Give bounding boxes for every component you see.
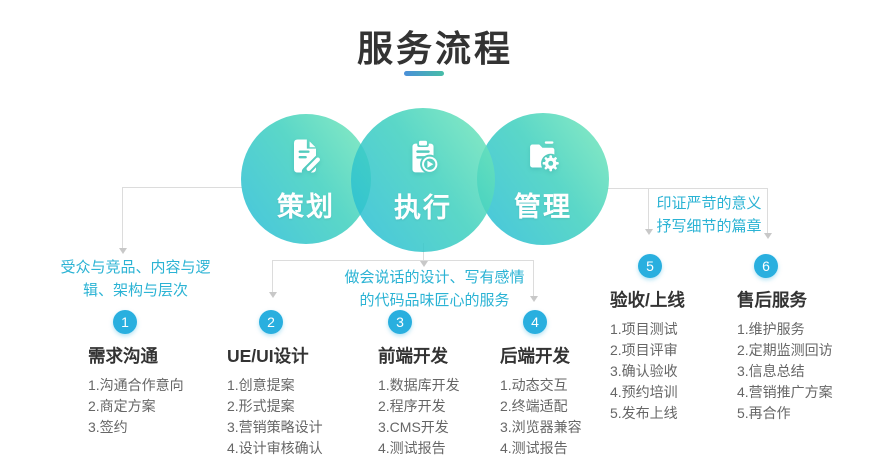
step-item: 2.程序开发: [378, 398, 446, 414]
phase-label: 策划: [277, 192, 335, 222]
arrow-down-icon: [645, 229, 653, 235]
step-item: 3.CMS开发: [378, 419, 449, 435]
annotation-line: 的代码品味匠心的服务: [359, 291, 510, 309]
connector-line: [122, 187, 242, 188]
phase-circle-planning: 策划: [241, 114, 371, 244]
step-title: 前端开发: [378, 346, 448, 366]
step-column-1: 1 需求沟通 1.沟通合作意向 2.商定方案 3.签约: [88, 310, 184, 438]
connector-line: [607, 188, 768, 189]
step-number-badge: 5: [638, 254, 662, 278]
step-title: 后端开发: [500, 346, 570, 366]
step-item: 3.签约: [88, 419, 128, 435]
step-item: 4.营销推广方案: [737, 384, 833, 400]
step-number-badge: 1: [113, 310, 137, 334]
phase-label: 执行: [394, 193, 452, 223]
arrow-down-icon: [269, 292, 277, 298]
annotation-planning: 受众与竞品、内容与逻 辑、架构与层次: [28, 257, 243, 302]
step-item: 2.商定方案: [88, 398, 156, 414]
annotation-line: 辑、架构与层次: [82, 281, 188, 299]
step-item: 3.浏览器兼容: [500, 419, 582, 435]
arrow-down-icon: [530, 296, 538, 302]
step-list: 1.维护服务 2.定期监测回访 3.信息总结 4.营销推广方案 5.再合作: [737, 319, 833, 424]
step-column-2: 2 UE/UI设计 1.创意提案 2.形式提案 3.营销策略设计 4.设计审核确…: [227, 310, 323, 455]
step-item: 2.终端适配: [500, 398, 568, 414]
connector-line: [272, 260, 273, 293]
connector-line: [533, 260, 534, 297]
annotation-line: 受众与竞品、内容与逻: [60, 259, 211, 276]
connector-line: [423, 243, 424, 261]
step-list: 1.项目测试 2.项目评审 3.确认验收 4.预约培训 5.发布上线: [610, 319, 685, 424]
step-number-badge: 6: [754, 254, 778, 278]
page-title: 服务流程: [356, 28, 513, 69]
step-title: UE/UI设计: [227, 346, 309, 366]
step-item: 4.设计审核确认: [227, 440, 323, 455]
annotation-line: 印证严苛的意义: [656, 195, 762, 212]
step-list: 1.沟通合作意向 2.商定方案 3.签约: [88, 375, 184, 438]
step-item: 3.信息总结: [737, 363, 805, 379]
annotation-management: 印证严苛的意义 抒写细节的篇章: [628, 193, 790, 238]
step-list: 1.数据库开发 2.程序开发 3.CMS开发 4.测试报告: [378, 375, 460, 455]
connector-line: [648, 188, 649, 230]
step-column-4: 4 后端开发 1.动态交互 2.终端适配 3.浏览器兼容 4.测试报告: [500, 310, 582, 455]
clipboard-play-icon: [400, 135, 446, 181]
arrow-down-icon: [764, 233, 772, 239]
title-underline-divider: [404, 71, 444, 76]
step-item: 4.测试报告: [378, 440, 446, 455]
step-column-3: 3 前端开发 1.数据库开发 2.程序开发 3.CMS开发 4.测试报告: [378, 310, 460, 455]
connector-line: [767, 188, 768, 234]
step-item: 3.营销策略设计: [227, 419, 323, 435]
annotation-execution: 做会说话的设计、写有感情 的代码品味匠心的服务: [322, 267, 547, 312]
step-item: 1.动态交互: [500, 377, 568, 393]
step-item: 2.形式提案: [227, 398, 295, 414]
step-item: 1.创意提案: [227, 377, 295, 393]
step-item: 3.确认验收: [610, 363, 678, 379]
step-item: 1.沟通合作意向: [88, 377, 184, 393]
step-item: 1.维护服务: [737, 321, 805, 337]
step-title: 售后服务: [737, 290, 807, 310]
step-column-6: 6 售后服务 1.维护服务 2.定期监测回访 3.信息总结 4.营销推广方案 5…: [737, 254, 833, 424]
arrow-down-icon: [420, 261, 428, 267]
step-title: 验收/上线: [610, 290, 685, 310]
step-item: 1.数据库开发: [378, 377, 460, 393]
step-item: 5.发布上线: [610, 405, 678, 421]
step-item: 2.定期监测回访: [737, 342, 833, 358]
step-number-badge: 2: [259, 310, 283, 334]
arrow-down-icon: [119, 248, 127, 254]
phase-circle-management: 管理: [477, 113, 609, 245]
annotation-line: 做会说话的设计、写有感情: [344, 269, 525, 286]
step-column-5: 5 验收/上线 1.项目测试 2.项目评审 3.确认验收 4.预约培训 5.发布…: [610, 254, 685, 424]
annotation-line: 抒写细节的篇章: [656, 217, 762, 235]
connector-line: [122, 187, 123, 249]
step-list: 1.动态交互 2.终端适配 3.浏览器兼容 4.测试报告: [500, 375, 582, 455]
step-list: 1.创意提案 2.形式提案 3.营销策略设计 4.设计审核确认: [227, 375, 323, 455]
phase-circle-execution: 执行: [351, 108, 495, 252]
phase-label: 管理: [514, 192, 572, 222]
step-item: 2.项目评审: [610, 342, 678, 358]
folder-gear-icon: [520, 134, 566, 180]
step-number-badge: 4: [523, 310, 547, 334]
document-edit-icon: [283, 134, 329, 180]
step-item: 4.测试报告: [500, 440, 568, 455]
step-item: 5.再合作: [737, 405, 791, 421]
step-title: 需求沟通: [88, 346, 158, 366]
connector-line: [272, 260, 533, 261]
step-item: 1.项目测试: [610, 321, 678, 337]
step-item: 4.预约培训: [610, 384, 678, 400]
step-number-badge: 3: [388, 310, 412, 334]
